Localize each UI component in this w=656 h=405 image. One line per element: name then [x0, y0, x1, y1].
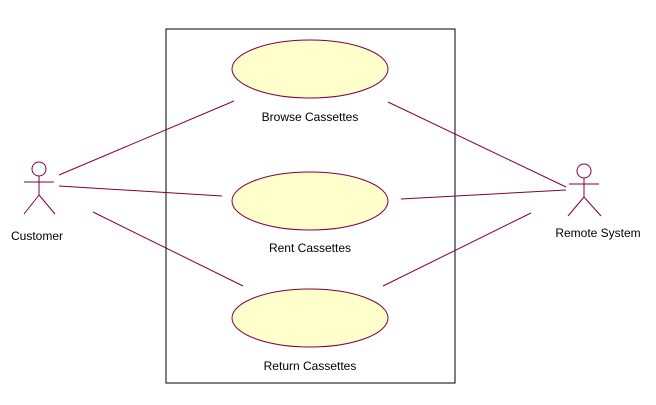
association-customer-return: [92, 211, 244, 287]
association-rent-remote: [400, 189, 567, 200]
associations: [58, 100, 567, 287]
use-case-browse-label: Browse Cassettes: [262, 110, 359, 124]
system-boundary: [165, 28, 456, 384]
association-customer-rent: [58, 185, 223, 197]
use-case-return-label: Return Cassettes: [264, 359, 357, 373]
use-case-return-ellipse[interactable]: [231, 288, 389, 348]
association-customer-browse: [58, 100, 235, 176]
use-case-browse-ellipse[interactable]: [231, 39, 389, 99]
use-case-rent-label: Rent Cassettes: [269, 241, 351, 255]
association-browse-remote: [387, 101, 567, 188]
actor-customer-icon[interactable]: [23, 161, 56, 215]
association-return-remote: [382, 212, 532, 287]
actor-remote-system-icon[interactable]: [567, 163, 602, 217]
actor-customer-label: Customer: [11, 229, 63, 243]
actor-remote-system-label: Remote System: [555, 226, 640, 240]
use-case-rent-ellipse[interactable]: [231, 171, 389, 231]
